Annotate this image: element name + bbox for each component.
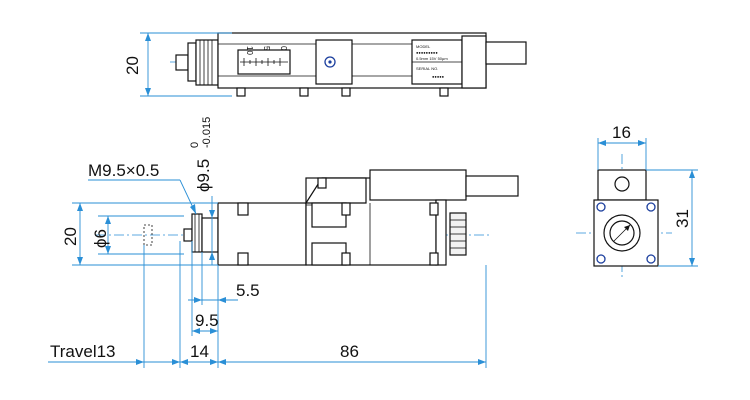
side-screw-icon <box>646 202 656 212</box>
dim-top-height: 20 <box>123 32 232 97</box>
front-window-lower <box>311 242 347 266</box>
front-detail <box>341 202 351 216</box>
top-knob-body <box>195 39 219 86</box>
dim-9-5-label: 9.5 <box>195 311 219 330</box>
dim-phi-main: ϕ9.5 0 -0.015 <box>189 117 215 265</box>
dim-phi-small: ϕ6 <box>91 215 184 255</box>
nameplate-serial-heading: SERIAL NO. <box>416 66 438 71</box>
dim-side-width: 16 <box>597 123 647 170</box>
front-view <box>96 169 519 266</box>
dim-side-height-label: 31 <box>673 209 692 228</box>
scale-label-0: 0 <box>279 46 288 51</box>
dim-9-5: 9.5 <box>191 241 219 336</box>
top-foot <box>439 87 449 97</box>
thread-sleeve <box>191 213 203 253</box>
dim-14-label: 14 <box>190 342 209 361</box>
top-foot <box>236 87 246 97</box>
nameplate-serial-value: ●●●●● <box>432 74 445 79</box>
dim-phi-small-label: ϕ6 <box>91 229 110 248</box>
side-view <box>576 154 672 280</box>
top-cable <box>485 41 527 65</box>
spindle-tip <box>183 228 193 242</box>
dim-front-height: 20 <box>61 202 218 266</box>
dim-front-height-label: 20 <box>61 227 80 246</box>
nameplate-model-value: ●●●●●●●●● <box>416 50 438 55</box>
top-knob-collar <box>187 42 197 82</box>
dim-5-5-label: 5.5 <box>236 281 260 300</box>
front-cable <box>465 175 519 197</box>
side-screw-icon <box>596 254 606 264</box>
dim-travel-label: Travel13 <box>50 342 116 361</box>
front-end-plate <box>435 199 447 266</box>
side-screw-icon <box>646 254 656 264</box>
front-main-body <box>217 202 307 266</box>
nameplate-model-heading: MODEL <box>416 44 431 49</box>
front-detail <box>341 252 351 266</box>
nameplate-spec-line: 0.5mm 15V 50μm <box>416 56 448 61</box>
dim-thread: M9.5×0.5 <box>88 161 197 215</box>
side-cable-hole <box>614 176 630 192</box>
dim-thread-label: M9.5×0.5 <box>88 161 159 180</box>
travel-indicator <box>143 224 153 246</box>
scale-label-5: 5 <box>262 46 271 51</box>
scale-label-10: 10 <box>245 46 254 55</box>
top-knob-cap <box>175 54 189 71</box>
dim-86-label: 86 <box>340 342 359 361</box>
spindle-nut <box>201 217 219 253</box>
front-detail <box>237 202 249 216</box>
dim-phi-main-label: ϕ9.5 <box>194 159 213 192</box>
front-detail <box>317 177 327 189</box>
dim-phi-main-upper-tol: 0 <box>189 142 201 148</box>
top-end-cap <box>461 35 487 89</box>
top-foot <box>341 87 351 97</box>
dim-bottom-row: Travel13 14 86 <box>48 241 487 368</box>
front-cable-block <box>369 169 467 201</box>
dim-top-height-label: 20 <box>123 56 142 75</box>
dim-phi-main-lower-tol: -0.015 <box>201 117 213 148</box>
top-foot <box>299 87 309 97</box>
front-detail <box>237 252 249 266</box>
dim-side-width-label: 16 <box>612 123 631 142</box>
dim-5-5: 5.5 <box>188 252 260 305</box>
dim-side-height: 31 <box>646 169 698 267</box>
side-screw-icon <box>596 202 606 212</box>
front-detail <box>429 202 439 216</box>
front-window-upper <box>311 202 347 228</box>
top-view: 10 5 0 MODEL ●●●●●●●●● 0.5mm 15V 50μm SE… <box>170 32 527 97</box>
front-detail <box>429 252 439 266</box>
